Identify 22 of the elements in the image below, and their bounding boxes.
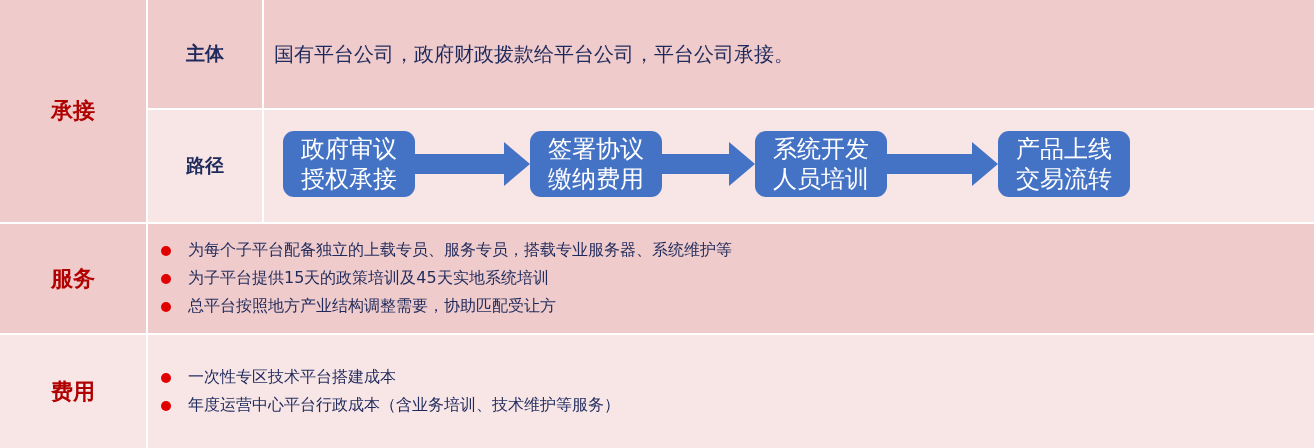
arrow [662, 142, 755, 186]
box-text: 产品上线交易流转 [1015, 134, 1113, 194]
statement-text: 国有平台公司，政府财政拨款给平台公司，平台公司承接。 [274, 40, 794, 68]
bullet-text: 年度运营中心平台行政成本（含业务培训、技术维护等服务） [188, 395, 620, 416]
arrow [415, 142, 530, 186]
box-text: 系统开发人员培训 [772, 134, 870, 194]
bullet-text: 为子平台提供15天的政策培训及45天实地系统培训 [188, 268, 549, 289]
bullet-text: 为每个子平台配备独立的上载专员、服务专员，搭载专业服务器、系统维护等 [188, 240, 732, 261]
bullet-text: 一次性专区技术平台搭建成本 [188, 367, 396, 388]
box-text: 政府审议授权承接 [300, 134, 398, 194]
row-subheading: 主体 [186, 41, 224, 66]
row-subheading: 路径 [186, 153, 224, 178]
process-box [998, 131, 1130, 197]
process-box [283, 131, 415, 197]
box-text: 签署协议缴纳费用 [547, 134, 645, 194]
bullet-text: 总平台按照地方产业结构调整需要，协助匹配受让方 [188, 296, 556, 317]
arrow [887, 142, 998, 186]
process-box [530, 131, 662, 197]
process-box [755, 131, 887, 197]
row-heading: 费用 [51, 377, 95, 406]
row-heading: 承接 [51, 97, 95, 125]
row-heading: 服务 [51, 264, 95, 293]
